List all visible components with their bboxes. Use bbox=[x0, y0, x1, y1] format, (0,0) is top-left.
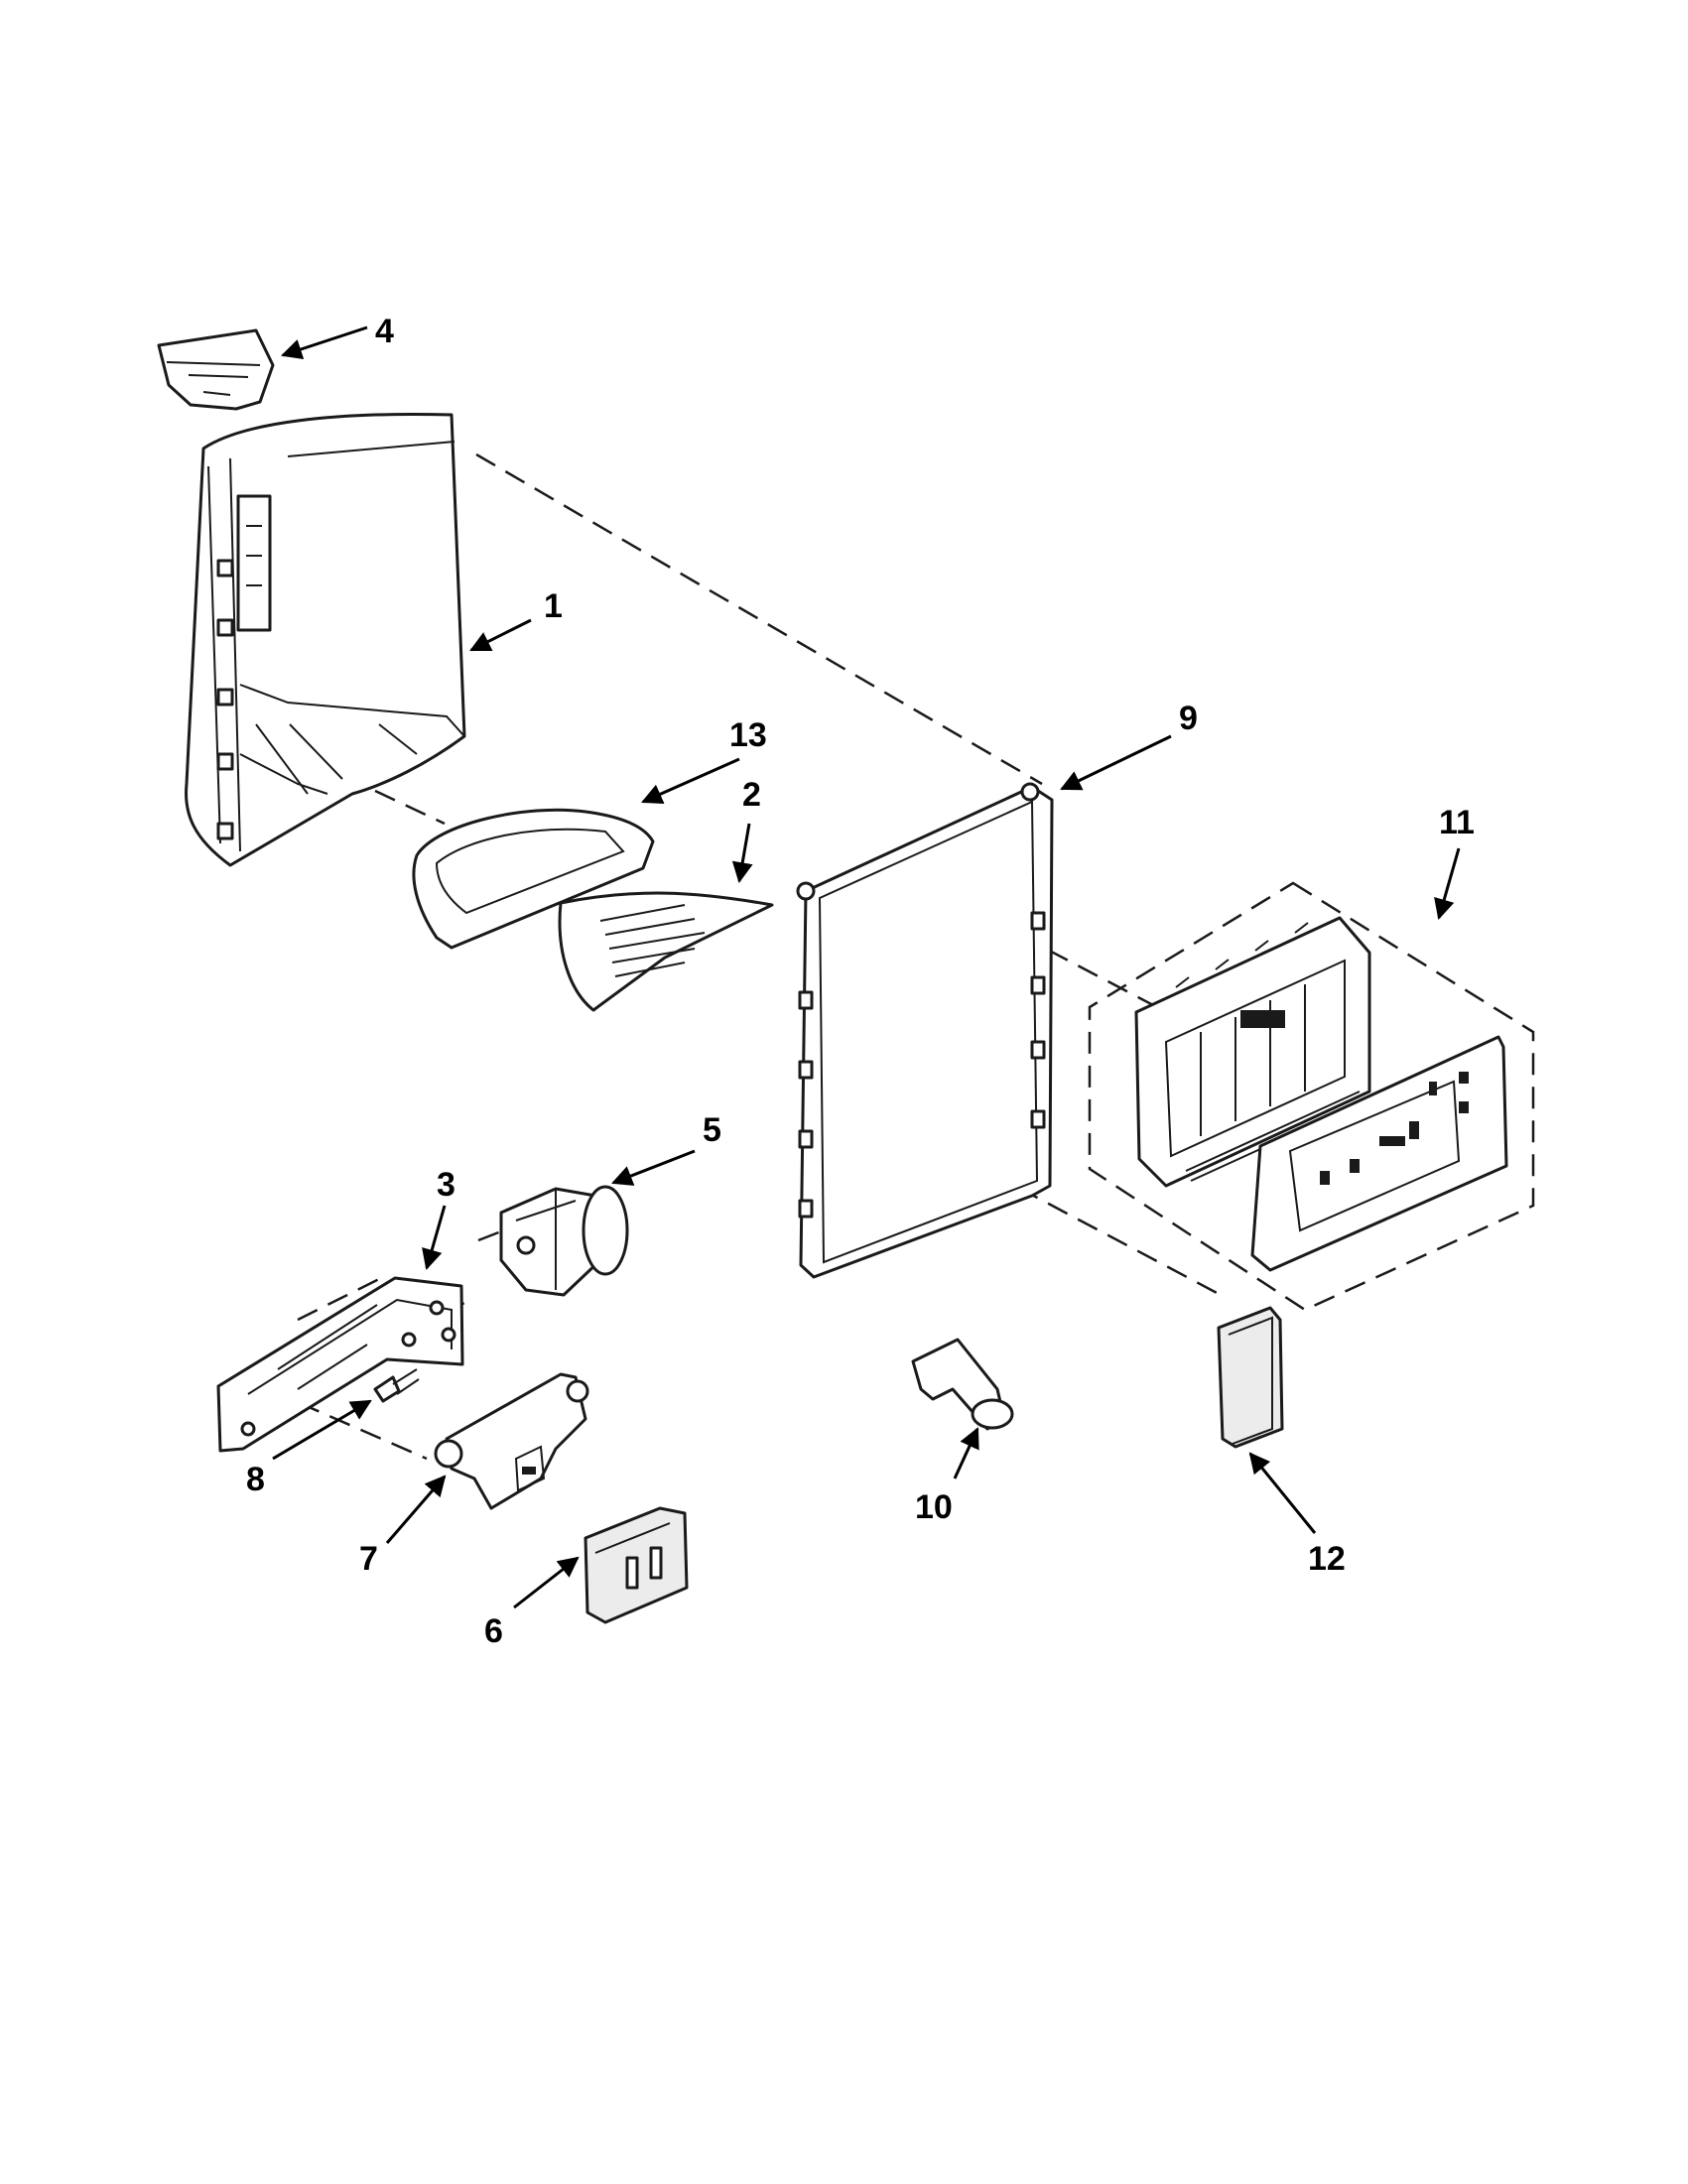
part-5-motor bbox=[499, 1185, 629, 1297]
part-2-grille bbox=[558, 891, 774, 1012]
part-9-frame bbox=[796, 782, 1054, 1279]
callout-4: 4 bbox=[375, 313, 394, 350]
callout-9: 9 bbox=[1179, 700, 1198, 737]
part-7-solenoid bbox=[434, 1372, 589, 1510]
part-12-lens bbox=[1217, 1306, 1284, 1449]
part-11-control-assembly bbox=[1134, 916, 1508, 1272]
callouts: 4 1 13 2 9 11 5 3 8 7 6 10 12 bbox=[246, 313, 1475, 1650]
callout-3: 3 bbox=[437, 1166, 455, 1204]
callout-6: 6 bbox=[484, 1612, 503, 1650]
callout-13: 13 bbox=[729, 716, 767, 754]
part-4-cap bbox=[157, 328, 275, 411]
callout-10: 10 bbox=[915, 1488, 953, 1526]
callout-5: 5 bbox=[703, 1111, 721, 1149]
part-3-bracket bbox=[216, 1276, 464, 1453]
part-8-screw bbox=[373, 1368, 420, 1403]
leader-lines bbox=[272, 325, 1461, 1609]
callout-1: 1 bbox=[544, 587, 563, 625]
callout-7: 7 bbox=[359, 1540, 378, 1578]
part-1-housing bbox=[185, 412, 466, 867]
callout-8: 8 bbox=[246, 1461, 265, 1498]
callout-12: 12 bbox=[1308, 1540, 1346, 1578]
part-6-paddle bbox=[584, 1506, 689, 1624]
callout-2: 2 bbox=[742, 776, 761, 814]
part-10-fitting bbox=[911, 1338, 1014, 1431]
part-13-trim bbox=[412, 808, 655, 950]
callout-11: 11 bbox=[1439, 804, 1475, 841]
